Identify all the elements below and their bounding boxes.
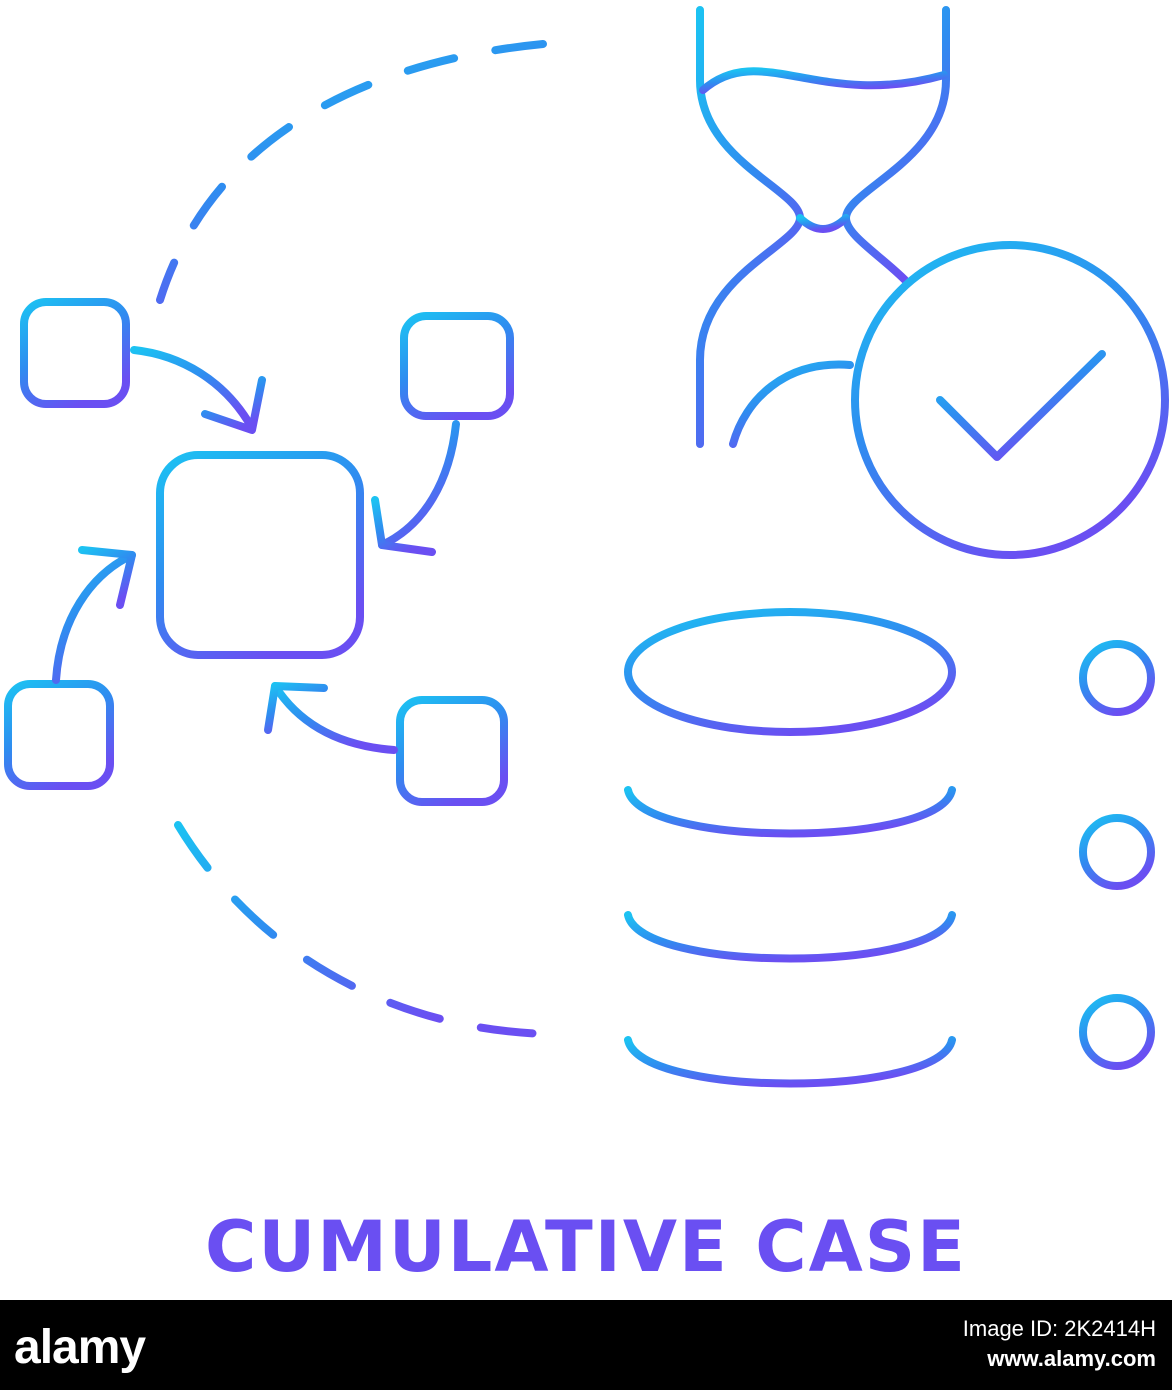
arrow-top-left (130, 346, 256, 432)
node-square-top-left (20, 298, 130, 408)
database-icon (624, 608, 956, 1088)
icon-title: CUMULATIVE CASE (205, 1206, 967, 1288)
hierarchy-icon (979, 640, 1155, 1070)
arrow-bottom-right (271, 682, 398, 754)
center-square (156, 451, 364, 659)
arrow-top-right (378, 420, 460, 549)
dashed-arc-lower (174, 821, 552, 1038)
image-info: Image ID: 2K2414H www.alamy.com (963, 1314, 1156, 1374)
arrow-bottom-left (52, 551, 136, 684)
cumulative-case-illustration (4, 2, 1169, 1088)
dashed-arc (156, 40, 547, 304)
alamy-logo: alamy (14, 1321, 146, 1374)
site-url: www.alamy.com (987, 1346, 1156, 1371)
node-square-bottom-left (4, 680, 114, 790)
image-id: Image ID: 2K2414H (962, 1316, 1156, 1341)
node-square-top-right (400, 312, 514, 420)
checkmark-circle-icon (851, 241, 1169, 559)
node-square-bottom-right (396, 696, 508, 806)
stock-footer: alamy Image ID: 2K2414H www.alamy.com (0, 1300, 1172, 1390)
hourglass-icon (604, 2, 1044, 448)
